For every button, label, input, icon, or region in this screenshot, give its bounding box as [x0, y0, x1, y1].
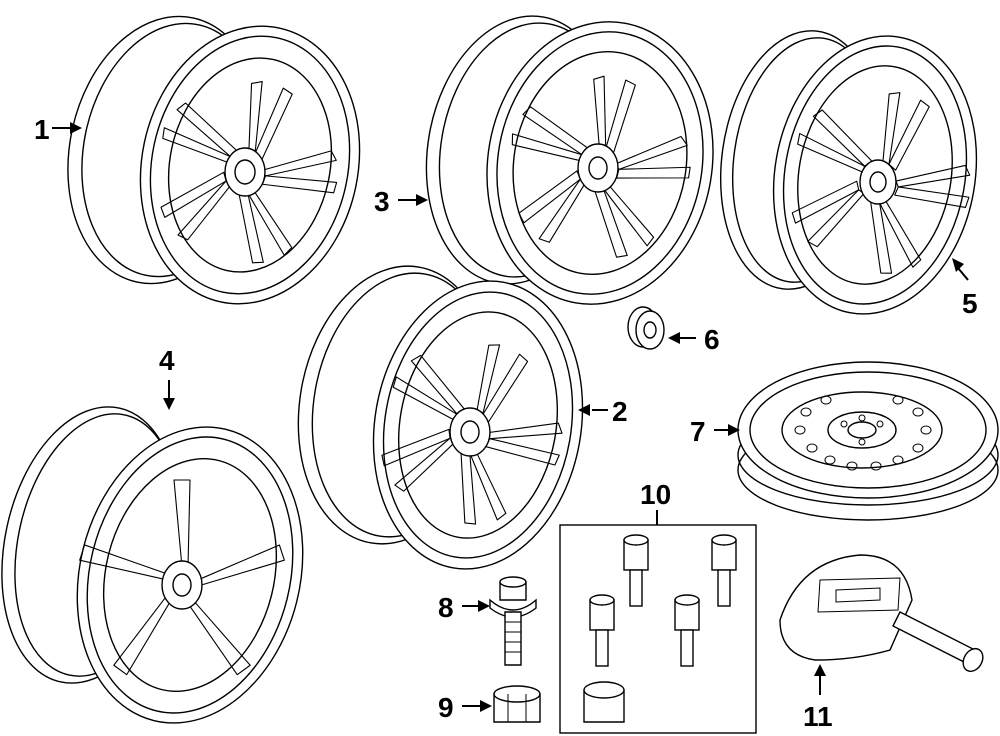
center-cap [627, 306, 665, 350]
callout-3: 3 [374, 186, 428, 217]
wheel-3 [425, 15, 714, 305]
callout-label-1: 1 [34, 114, 50, 145]
callout-label-6: 6 [704, 324, 720, 355]
callout-10: 10 [640, 479, 671, 525]
callout-label-4: 4 [159, 345, 175, 376]
wheel-4 [1, 406, 304, 724]
callout-6: 6 [668, 324, 720, 355]
callout-label-5: 5 [962, 288, 978, 319]
callout-label-2: 2 [612, 396, 628, 427]
callout-8: 8 [438, 592, 490, 623]
wheel-bolt [489, 576, 537, 666]
callout-label-8: 8 [438, 592, 454, 623]
callout-11: 11 [803, 664, 833, 732]
callout-5: 5 [952, 258, 978, 319]
callout-label-9: 9 [438, 692, 454, 723]
wheel-5 [719, 30, 978, 315]
bolt-cap [493, 685, 541, 723]
callout-label-10: 10 [640, 479, 671, 510]
spare-wheel [737, 361, 999, 521]
tpms-sensor [779, 554, 984, 673]
callout-label-3: 3 [374, 186, 390, 217]
wheel-1 [67, 15, 361, 305]
callout-1: 1 [34, 114, 82, 145]
callout-7: 7 [690, 416, 740, 447]
callout-4: 4 [159, 345, 175, 410]
wheel-2 [297, 265, 584, 570]
lock-kit [559, 524, 757, 734]
callout-label-7: 7 [690, 416, 706, 447]
callout-9: 9 [438, 692, 492, 723]
callout-label-11: 11 [803, 701, 833, 732]
callout-2: 2 [578, 396, 628, 427]
